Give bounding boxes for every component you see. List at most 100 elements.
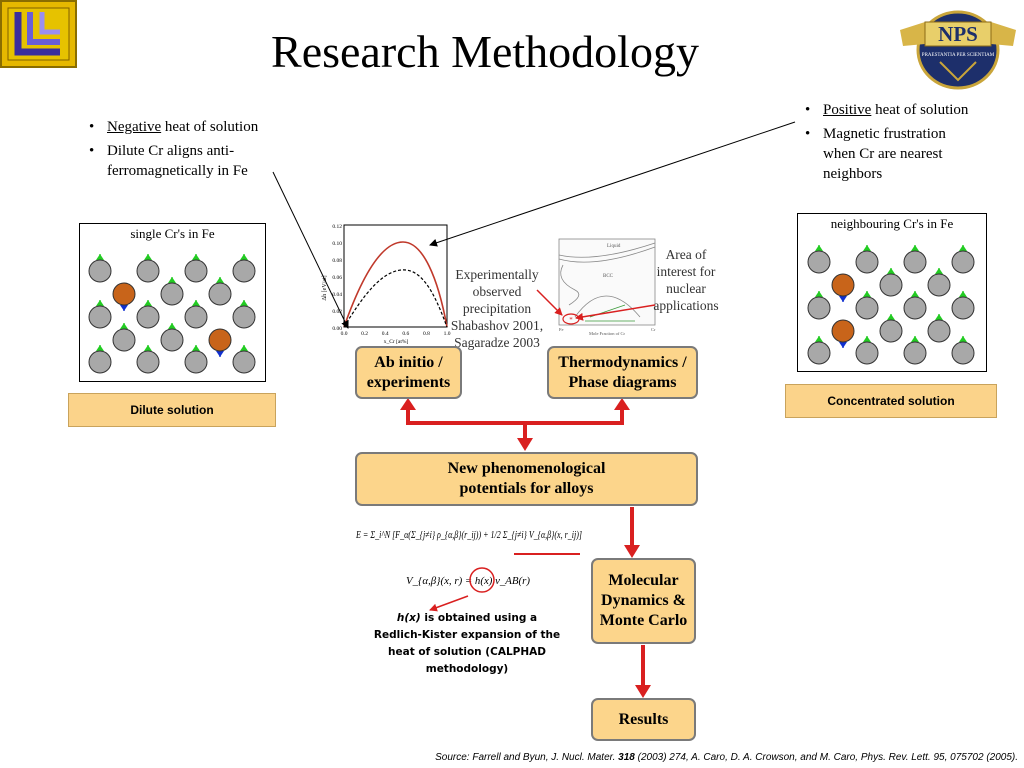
thermodynamics-box: Thermodynamics /Phase diagrams — [547, 346, 698, 399]
fe-atom — [136, 350, 160, 374]
heat-curve-dashed — [343, 269, 448, 328]
left-bullet-negative: Negative heat of solution — [85, 117, 280, 137]
spin-up-arrowhead — [863, 245, 871, 251]
plot-x-tick: 1.0 — [444, 331, 451, 337]
concentrated-solution-label: Concentrated solution — [785, 384, 997, 418]
spin-up-arrowhead — [240, 300, 248, 306]
spin-down-arrowhead — [216, 351, 224, 357]
plot-x-tick: 0.2 — [361, 331, 368, 337]
arrowhead-results — [635, 685, 651, 698]
spin-down-arrowhead — [839, 296, 847, 302]
plot-x-tick: 0.8 — [423, 331, 430, 337]
fe-atom — [184, 259, 208, 283]
arrowhead-thermo — [614, 398, 630, 410]
fe-atom — [208, 282, 232, 306]
fe-atom — [927, 319, 951, 343]
fe-atom — [807, 296, 831, 320]
nps-seal-logo: NPS PRAESTANTIA PER SCIENTIAM — [895, 0, 1021, 90]
source-citation: Source: Farrell and Byun, J. Nucl. Mater… — [435, 752, 1018, 763]
spin-up-arrowhead — [240, 345, 248, 351]
fe-atom — [951, 250, 975, 274]
fe-atom — [807, 341, 831, 365]
spin-up-arrowhead — [911, 245, 919, 251]
spin-up-arrowhead — [240, 254, 248, 260]
fe-atom — [184, 350, 208, 374]
fe-atom — [951, 341, 975, 365]
fe-atom — [927, 273, 951, 297]
ll-logo — [0, 0, 77, 68]
spin-down-arrowhead — [839, 342, 847, 348]
concentrated-lattice-panel: neighbouring Cr's in Fe — [797, 213, 987, 372]
pair-equation: V_{α,β}(x, r) = h(x) v_AB(r) — [404, 566, 534, 594]
spin-up-arrowhead — [815, 291, 823, 297]
plot-x-tick: 0.6 — [402, 331, 409, 337]
plot-y-tick: 0.10 — [332, 241, 342, 247]
fe-atom — [136, 259, 160, 283]
fe-atom — [903, 296, 927, 320]
phase-bcc-label: BCC — [603, 274, 614, 279]
dilute-lattice-diagram — [88, 254, 256, 374]
fe-atom — [88, 350, 112, 374]
fe-atom — [88, 305, 112, 329]
plot-y-tick: 0.06 — [332, 275, 342, 281]
left-bullet-list: Negative heat of solution Dilute Cr alig… — [85, 117, 280, 185]
spin-up-arrowhead — [192, 345, 200, 351]
energy-equation: E = Σ_i^N [F_α(Σ_{j≠i} ρ_{α,β}(r_ij)) + … — [354, 512, 586, 560]
fe-atom — [232, 350, 256, 374]
fe-atom — [807, 250, 831, 274]
phase-diagram: Liquid BCC Mole Fraction of Cr Fe Cr * — [545, 235, 663, 345]
cr-atom — [831, 273, 855, 297]
concentrated-lattice-diagram — [807, 245, 975, 365]
fe-atom — [855, 250, 879, 274]
phase-x-label: Mole Fraction of Cr — [589, 331, 626, 336]
plot-y-tick: 0.00 — [332, 326, 342, 332]
cr-atom — [112, 282, 136, 306]
spin-up-arrowhead — [959, 291, 967, 297]
spin-up-arrowhead — [959, 336, 967, 342]
fe-atom — [160, 328, 184, 352]
spin-up-arrowhead — [935, 314, 943, 320]
fe-atom — [232, 305, 256, 329]
spin-up-arrowhead — [96, 254, 104, 260]
spin-up-arrowhead — [863, 291, 871, 297]
spin-up-arrowhead — [96, 300, 104, 306]
fe-atom — [232, 259, 256, 283]
spin-up-arrowhead — [144, 300, 152, 306]
fe-atom — [88, 259, 112, 283]
pair-equation-text: V_{α,β}(x, r) = h(x) v_AB(r) — [406, 575, 530, 587]
fe-atom — [184, 305, 208, 329]
dilute-solution-label: Dilute solution — [68, 393, 276, 427]
spin-up-arrowhead — [863, 336, 871, 342]
right-bullet-positive: Positive heat of solution — [801, 100, 976, 120]
arrowhead-potentials — [517, 438, 533, 451]
fe-atom — [951, 296, 975, 320]
left-pointer-arrow — [272, 171, 349, 329]
spin-up-arrowhead — [887, 314, 895, 320]
area-pointer-arrow — [575, 304, 656, 321]
spin-up-arrowhead — [192, 254, 200, 260]
left-bullet-dilute: Dilute Cr aligns anti-ferromagnetically … — [85, 141, 280, 181]
spin-up-arrowhead — [144, 254, 152, 260]
spin-up-arrowhead — [887, 268, 895, 274]
hx-explanation: h(x) is obtained using a Redlich-Kister … — [373, 612, 561, 675]
plot-x-label: x_Cr [at%] — [384, 339, 409, 345]
fe-atom — [160, 282, 184, 306]
fe-atom — [112, 328, 136, 352]
spin-up-arrowhead — [120, 323, 128, 329]
area-of-interest-note: Area of interest for nuclear application… — [653, 247, 719, 313]
plot-y-tick: 0.04 — [332, 292, 342, 298]
fe-atom — [903, 250, 927, 274]
spin-up-arrowhead — [815, 336, 823, 342]
nps-logo-motto: PRAESTANTIA PER SCIENTIAM — [922, 53, 995, 58]
plot-y-tick: 0.02 — [332, 309, 342, 315]
fe-atom — [903, 341, 927, 365]
hx-pointer-arrow — [429, 595, 469, 612]
fe-atom — [879, 273, 903, 297]
concentrated-lattice-caption: neighbouring Cr's in Fe — [830, 216, 954, 231]
fe-atom — [879, 319, 903, 343]
dilute-lattice-panel: single Cr's in Fe — [79, 223, 266, 382]
spin-up-arrowhead — [168, 277, 176, 283]
spin-up-arrowhead — [96, 345, 104, 351]
ab-initio-box: Ab initio /experiments — [355, 346, 462, 399]
